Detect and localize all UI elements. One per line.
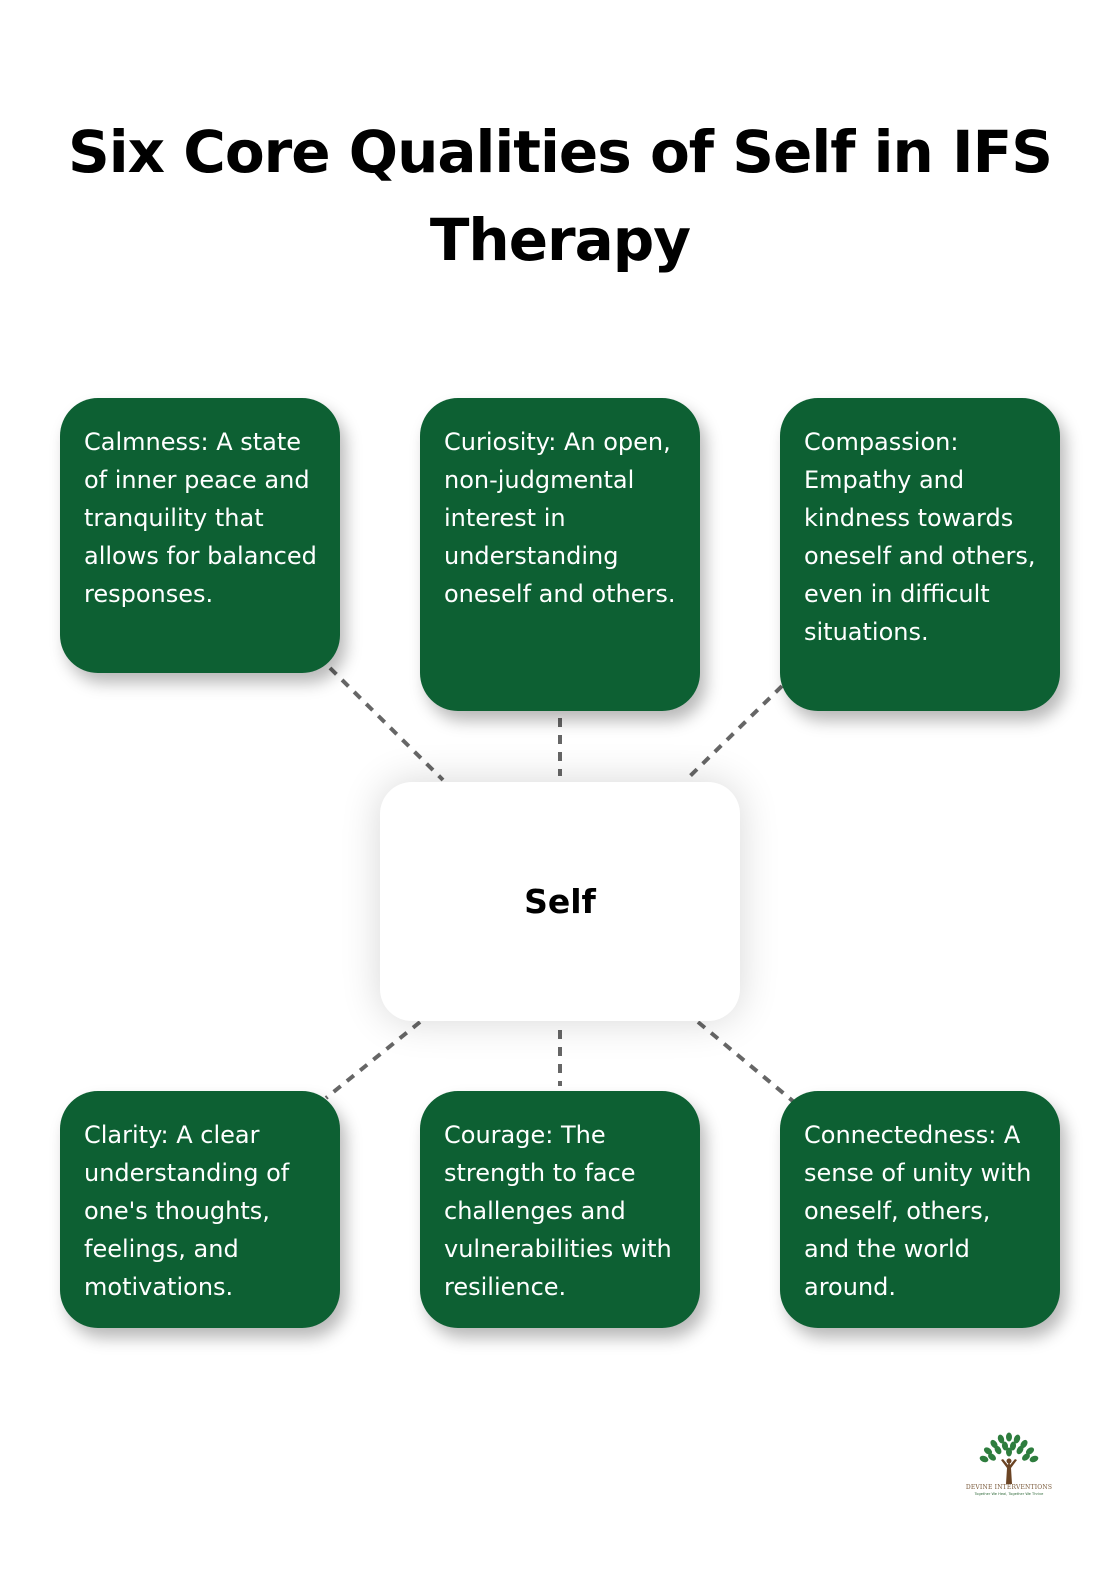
- quality-text: Connectedness: A sense of unity with one…: [804, 1121, 1032, 1301]
- self-label: Self: [524, 882, 596, 921]
- quality-box-clarity: Clarity: A clear understanding of one's …: [60, 1091, 340, 1328]
- quality-box-curiosity: Curiosity: An open, non-judgmental inter…: [420, 398, 700, 711]
- quality-text: Curiosity: An open, non-judgmental inter…: [444, 428, 676, 608]
- quality-text: Courage: The strength to face challenges…: [444, 1121, 672, 1301]
- quality-text: Calmness: A state of inner peace and tra…: [84, 428, 317, 608]
- logo-name: DEVINE INTERVENTIONS: [965, 1484, 1053, 1491]
- quality-box-compassion: Compassion: Empathy and kindness towards…: [780, 398, 1060, 711]
- brand-logo: DEVINE INTERVENTIONS Together We Heal, T…: [962, 1432, 1056, 1504]
- quality-box-connectedness: Connectedness: A sense of unity with one…: [780, 1091, 1060, 1328]
- quality-box-courage: Courage: The strength to face challenges…: [420, 1091, 700, 1328]
- connector-connectedness: [696, 1020, 796, 1104]
- quality-box-calmness: Calmness: A state of inner peace and tra…: [60, 398, 340, 673]
- page-title: Six Core Qualities of Self in IFS Therap…: [68, 118, 1053, 274]
- quality-text: Compassion: Empathy and kindness towards…: [804, 428, 1036, 646]
- quality-text: Clarity: A clear understanding of one's …: [84, 1121, 290, 1301]
- tree-icon: [979, 1432, 1039, 1484]
- logo-tagline: Together We Heal, Together We Thrive: [974, 1492, 1044, 1496]
- connector-compassion: [684, 684, 784, 782]
- connector-clarity: [324, 1020, 422, 1100]
- self-center-node: Self: [380, 782, 740, 1021]
